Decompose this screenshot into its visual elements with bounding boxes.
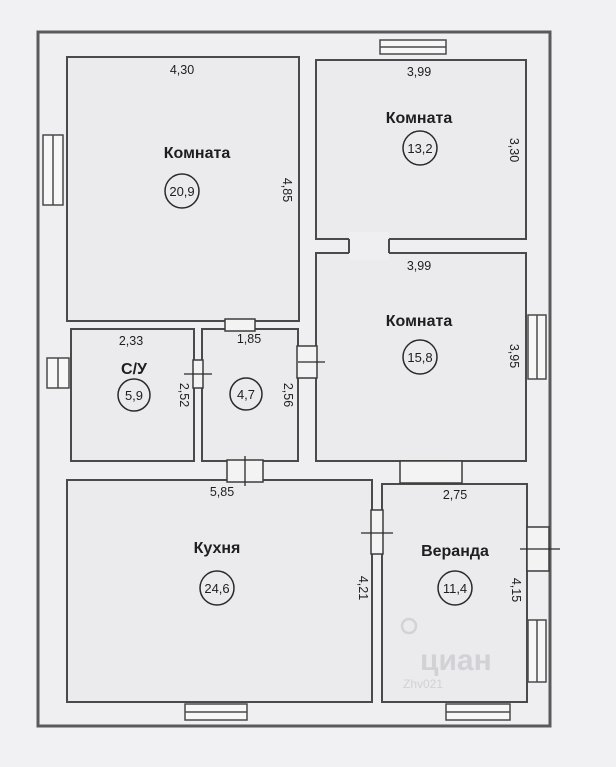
door-kitchen-to-veranda	[370, 509, 384, 555]
dimension-label: 4,85	[280, 178, 294, 202]
room-veranda	[381, 483, 528, 703]
room-label: Кухня	[194, 540, 241, 557]
window-bottom-left	[184, 703, 248, 721]
dimension-label: 2,75	[443, 488, 467, 502]
area-value: 4,7	[237, 387, 255, 402]
area-value: 20,9	[169, 184, 194, 199]
dimension-label: 2,33	[119, 334, 143, 348]
dimension-label: 5,85	[210, 485, 234, 499]
area-value: 15,8	[407, 350, 432, 365]
watermark-logo-icon	[400, 617, 418, 635]
room-bedroom-top-right	[315, 59, 527, 240]
door-right-room-to-veranda	[399, 460, 463, 484]
area-value: 5,9	[125, 388, 143, 403]
room-living-large	[66, 56, 300, 322]
area-value: 13,2	[407, 141, 432, 156]
doorway-gap	[349, 232, 389, 260]
dimension-label: 4,21	[356, 576, 370, 600]
window-left-lower	[46, 357, 70, 389]
area-circle	[199, 570, 235, 606]
room-label: Веранда	[421, 543, 489, 560]
watermark-logo-text: циан	[420, 644, 492, 677]
dimension-label: 2,52	[177, 383, 191, 407]
area-circle	[117, 378, 151, 412]
room-label: Комната	[164, 145, 231, 162]
area-value: 24,6	[204, 581, 229, 596]
window-right-middle	[527, 314, 547, 380]
window-left-upper	[42, 134, 64, 206]
room-label: Комната	[386, 313, 453, 330]
room-bathroom	[70, 328, 195, 462]
door-top-left-room	[224, 318, 256, 332]
room-bedroom-middle-right	[315, 252, 527, 462]
dimension-label: 3,95	[507, 344, 521, 368]
watermark-code: Zhv021	[403, 677, 443, 691]
area-circle	[402, 130, 438, 166]
room-label: Комната	[386, 110, 453, 127]
area-circle	[437, 570, 473, 606]
dimension-label: 1,85	[237, 332, 261, 346]
area-circle	[164, 173, 200, 209]
dimension-label: 4,30	[170, 63, 194, 77]
window-bottom-right	[445, 703, 511, 721]
room-kitchen	[66, 479, 373, 703]
dimension-label: 2,56	[281, 383, 295, 407]
area-value: 11,4	[443, 581, 467, 596]
area-circle	[229, 377, 263, 411]
area-circle	[402, 339, 438, 375]
window-top	[379, 39, 447, 55]
dimension-label: 3,99	[407, 259, 431, 273]
watermark: циан Zhv021	[400, 617, 492, 691]
dimension-label: 4,15	[509, 578, 523, 602]
window-right-lower	[527, 619, 547, 683]
room-label: С/У	[121, 361, 148, 378]
dimension-label: 3,30	[507, 138, 521, 162]
dimension-label: 3,99	[407, 65, 431, 79]
